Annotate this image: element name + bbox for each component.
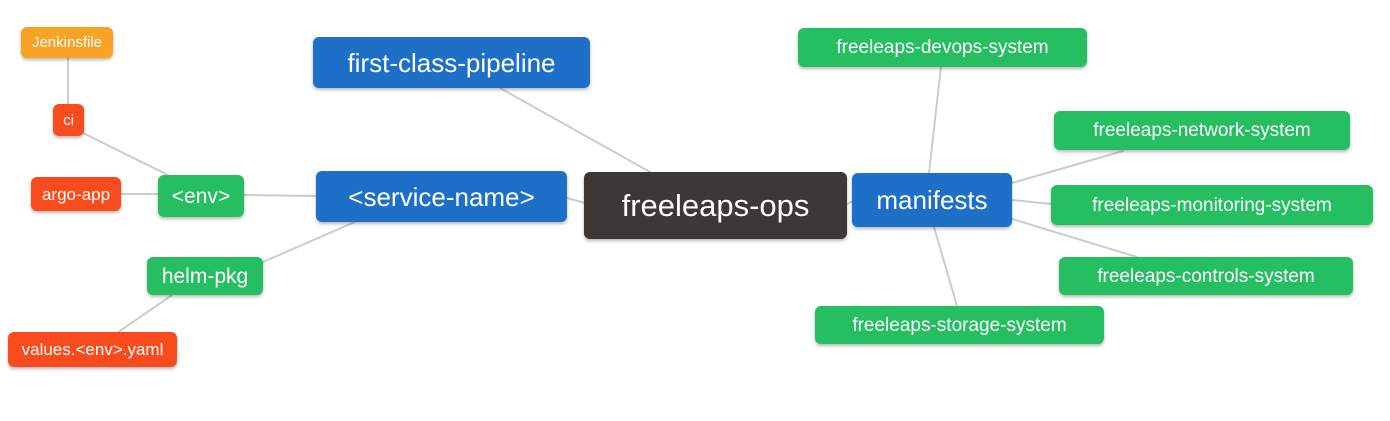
node-ci[interactable]: ci [53, 104, 84, 136]
edge-service-name-to-freeleaps-ops [566, 197, 586, 204]
edge-manifests-to-storage-system [933, 226, 958, 307]
node-first-class-pipeline[interactable]: first-class-pipeline [313, 37, 590, 88]
node-monitoring-system[interactable]: freeleaps-monitoring-system [1051, 185, 1373, 225]
node-argo-app[interactable]: argo-app [31, 177, 121, 211]
node-network-system[interactable]: freeleaps-network-system [1054, 111, 1350, 150]
node-service-name[interactable]: <service-name> [316, 171, 567, 222]
node-freeleaps-ops[interactable]: freeleaps-ops [584, 172, 847, 239]
edge-manifests-to-devops-system [928, 66, 942, 174]
node-storage-system[interactable]: freeleaps-storage-system [815, 306, 1104, 344]
edge-env-to-service-name [243, 194, 317, 197]
edge-helm-pkg-to-service-name [262, 220, 358, 263]
node-manifests[interactable]: manifests [852, 173, 1012, 227]
edge-values-env-yaml-to-helm-pkg [116, 294, 173, 334]
edge-ci-to-env [82, 132, 171, 177]
node-values-env-yaml[interactable]: values.<env>.yaml [8, 332, 177, 367]
node-jenkinsfile[interactable]: Jenkinsfile [21, 27, 113, 58]
edge-manifests-to-network-system [1011, 150, 1124, 184]
edge-manifests-to-monitoring-system [1011, 199, 1052, 205]
node-controls-system[interactable]: freeleaps-controls-system [1059, 257, 1353, 295]
edge-manifests-to-controls-system [1011, 218, 1138, 258]
edge-first-class-pipeline-to-freeleaps-ops [499, 87, 651, 173]
node-devops-system[interactable]: freeleaps-devops-system [798, 28, 1087, 67]
node-env[interactable]: <env> [158, 175, 244, 217]
node-helm-pkg[interactable]: helm-pkg [147, 257, 263, 295]
